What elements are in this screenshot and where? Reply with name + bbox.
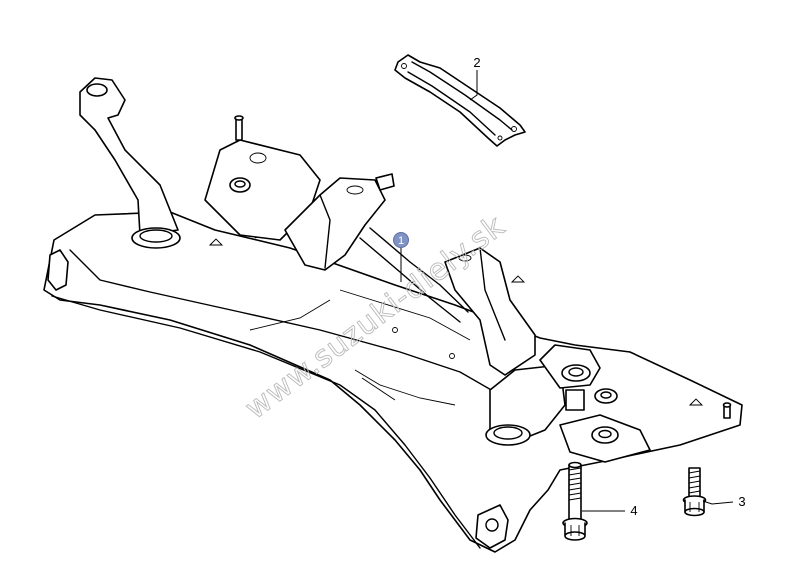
callout-3-label: 3	[738, 494, 745, 509]
center-upright-bracket	[284, 173, 395, 271]
bracket-stay-part-2[interactable]	[394, 54, 526, 147]
right-rear-mount-tower	[485, 344, 651, 463]
right-upright-bracket	[444, 247, 536, 376]
callout-1-label: 1	[398, 235, 404, 247]
cross-tube	[359, 227, 469, 323]
left-front-mount-tower	[79, 77, 181, 249]
callout-1[interactable]: 1	[393, 232, 409, 248]
leader-line-2	[469, 70, 478, 101]
left-bracket-with-stud	[204, 115, 321, 241]
right-end-stud	[722, 402, 732, 419]
leader-lines	[400, 70, 734, 512]
flange-bolt-part-3[interactable]	[682, 467, 707, 517]
callout-4[interactable]: 4	[630, 503, 637, 518]
long-bolt-part-4[interactable]	[562, 461, 588, 541]
callout-4-label: 4	[630, 503, 637, 518]
callout-1-highlight	[393, 232, 409, 248]
callout-2-label: 2	[473, 55, 480, 70]
front-suspension-frame[interactable]	[43, 211, 743, 553]
leader-line-3	[702, 500, 734, 505]
callout-2[interactable]: 2	[473, 55, 480, 70]
callout-3[interactable]: 3	[738, 494, 745, 509]
